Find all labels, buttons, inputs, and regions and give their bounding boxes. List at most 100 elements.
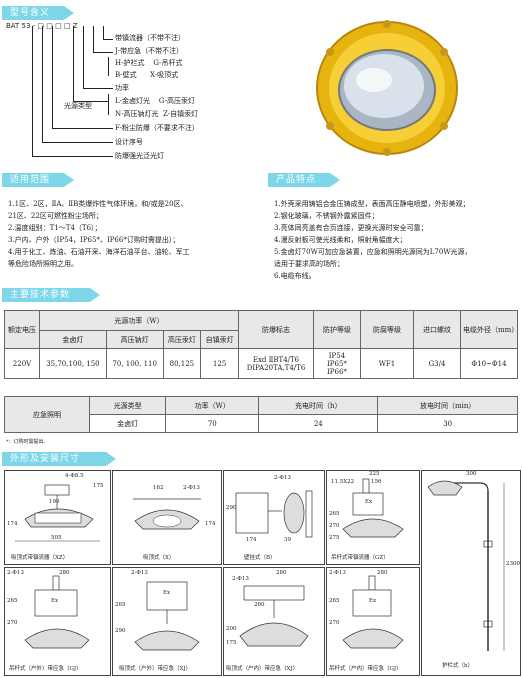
xj-out-dim-1: 2-Φ13 — [131, 570, 148, 576]
drawing-gj-outdoor: 2-Φ13 280 265 270 Ex 吊杆式（户外）带应急（GJ） — [4, 567, 111, 676]
gz-caption: 吊杆式带镇流器（GZ） — [331, 555, 389, 561]
scope-line-1: 1.1区、2区，ⅡA、ⅡB类爆炸性气体环境，和/或是20区、 — [8, 200, 188, 208]
h-mh: 金卤灯 — [39, 330, 107, 349]
h-ip: 防护等级 — [313, 310, 361, 349]
drawing-gj-indoor: 2-Φ13 280 265 270 Ex 吊杆式（户内）带应急（GJ） — [326, 567, 420, 676]
x-dim-3: 174 — [205, 521, 216, 527]
drawing-gz: 225 156 11.5X22 Ex 265 270 275 吊杆式带镇流器（G… — [326, 470, 420, 565]
feature-line-6: 适用于要求高的场所； — [274, 260, 344, 268]
gz-dim-7: 275 — [329, 535, 340, 541]
gz-dim-3: 11.5X22 — [331, 479, 355, 485]
gz-dim-2: 156 — [371, 479, 382, 485]
xj-out-dim-3: 290 — [115, 628, 126, 634]
params-table: 额定电压 光源功率（W） 防爆标志 防护等级 防腐等级 进口螺纹 电缆外径（mm… — [4, 310, 518, 379]
x-caption: 吸顶式（X） — [143, 555, 175, 561]
xz-dim-5: 175 — [93, 483, 104, 489]
drawing-xz: 4-Φ8.5 190 174 505 175 吸顶式带镇流器（XZ） — [4, 470, 111, 565]
v-mark-2: DIPA20TA,T4/T6 — [246, 363, 306, 372]
h-cable: 电缆外径（mm） — [460, 310, 518, 349]
e-h-discharge: 放电时间（min） — [377, 396, 518, 415]
xj-in-dim-1: 2-Φ13 — [232, 576, 249, 582]
xj-in-caption: 吸顶式（户内）带应急（XJ） — [226, 666, 299, 672]
gj-in-caption: 吊杆式（户内）带应急（GJ） — [329, 666, 402, 672]
feature-line-1: 1.外壳采用铸铝合金压铸成型，表面高压静电喷塑，外形美观； — [274, 200, 470, 208]
section-install: 外形及安装尺寸 — [2, 452, 116, 466]
b-dim-3: 174 — [246, 537, 257, 543]
gz-dim-4: Ex — [365, 499, 373, 505]
emergency-label: 应急照明 — [4, 396, 90, 433]
drawing-x: 162 2-Φ13 174 吸顶式（X） — [112, 470, 222, 565]
v-ip-1: IP54 — [328, 351, 346, 360]
scope-line-6: 等危险场所照明之用。 — [8, 260, 78, 268]
h-power: 光源功率（W） — [39, 310, 239, 331]
gz-dim-1: 225 — [369, 471, 380, 477]
x-dim-2: 2-Φ13 — [183, 485, 200, 491]
e-v-discharge: 30 — [377, 414, 518, 433]
h-thread: 进口螺纹 — [413, 310, 461, 349]
note: *：订购时需提出。 — [6, 439, 49, 445]
v-thread: G3/4 — [413, 348, 461, 379]
e-h-power: 功率（W） — [165, 396, 260, 415]
e-v-power: 70 — [165, 414, 260, 433]
feature-line-4: 4.漫反射板可使光线柔和，照射角幅度大； — [274, 236, 407, 244]
feature-line-2: 2.钢化玻璃，不锈钢外露紧固件； — [274, 212, 379, 220]
v-hps: 70, 100, 110 — [105, 348, 164, 379]
drawing-h: 300 2300 护栏式（h） — [421, 470, 521, 676]
gj-out-dim-2: 280 — [59, 570, 70, 576]
xz-dim-2: 190 — [49, 499, 60, 505]
model-source2: N-高压钠灯光 Z-自镇汞灯 — [115, 110, 199, 118]
h-corr: 防腐等级 — [360, 310, 414, 349]
gj-out-dim-4: 270 — [7, 620, 18, 626]
gz-dim-6: 270 — [329, 523, 340, 529]
v-corr: WF1 — [360, 348, 414, 379]
xj-in-dim-4: 200 — [226, 626, 237, 632]
gj-out-caption: 吊杆式（户外）带应急（GJ） — [9, 666, 82, 672]
e-v-type: 金卤灯 — [88, 414, 167, 433]
gj-in-dim-2: 280 — [377, 570, 388, 576]
v-voltage: 220V — [4, 348, 40, 379]
xz-dim-3: 174 — [7, 521, 18, 527]
xz-dim-4: 505 — [51, 535, 62, 541]
b-dim-1: 2-Φ13 — [274, 475, 291, 481]
b-caption: 壁挂式（B） — [244, 555, 276, 561]
h-dim-2: 2300 — [506, 561, 520, 567]
x-dim-1: 162 — [153, 485, 164, 491]
gj-out-dim-1: 2-Φ13 — [7, 570, 24, 576]
h-mark: 防爆标志 — [238, 310, 314, 349]
h-dim-1: 300 — [466, 471, 477, 477]
gj-in-dim-4: 270 — [329, 620, 340, 626]
h-voltage: 额定电压 — [4, 310, 40, 349]
gj-out-dim-3: 265 — [7, 598, 18, 604]
model-name: 防爆强光泛光灯 — [115, 152, 164, 160]
e-h-charge: 充电时间（h） — [258, 396, 379, 415]
h-caption: 护栏式（h） — [442, 663, 474, 669]
xj-out-dim-4: Ex — [163, 590, 171, 596]
v-ip-2: IP65* — [327, 359, 347, 368]
model-mount1: H-护栏式 G-吊杆式 — [115, 59, 183, 67]
model-dust: F-粉尘防爆（不要求不注） — [115, 124, 199, 132]
gj-in-dim-5: Ex — [369, 598, 377, 604]
v-cable: Φ10~Φ14 — [460, 348, 518, 379]
h-hps: 高压钠灯 — [105, 330, 164, 349]
scope-line-4: 3.户内、户外（IP54，IP65*、IP66*订购时需提出）； — [8, 236, 180, 244]
b-dim-4: 39 — [284, 537, 291, 543]
drawing-b: 2-Φ13 290 174 39 壁挂式（B） — [223, 470, 325, 565]
section-model: 型号含义 — [2, 6, 74, 20]
lamp-photo — [316, 20, 458, 156]
model-ballast: 带镇流器（不带不注） — [115, 34, 185, 42]
xj-out-caption: 吸顶式（户外）带应急（XJ） — [119, 666, 192, 672]
xj-in-dim-3: 260 — [254, 602, 265, 608]
scope-line-5: 4.用于化工、炼油、石油开采、海洋石油平台、油轮、军工 — [8, 248, 190, 256]
section-features: 产品特点 — [268, 173, 340, 187]
model-mount2: B-壁式 X-吸顶式 — [115, 71, 179, 79]
v-self: 125 — [200, 348, 239, 379]
gj-in-dim-3: 265 — [329, 598, 340, 604]
e-v-charge: 24 — [258, 414, 379, 433]
gz-dim-5: 265 — [329, 511, 340, 517]
model-source-label: 光源类型 — [64, 102, 92, 110]
model-emergency: J-带应急（不带不注） — [115, 47, 184, 55]
section-params: 主要技术参数 — [2, 288, 100, 302]
feature-line-7: 6.电缆布线。 — [274, 272, 316, 280]
h-self: 自镇汞灯 — [200, 330, 239, 349]
